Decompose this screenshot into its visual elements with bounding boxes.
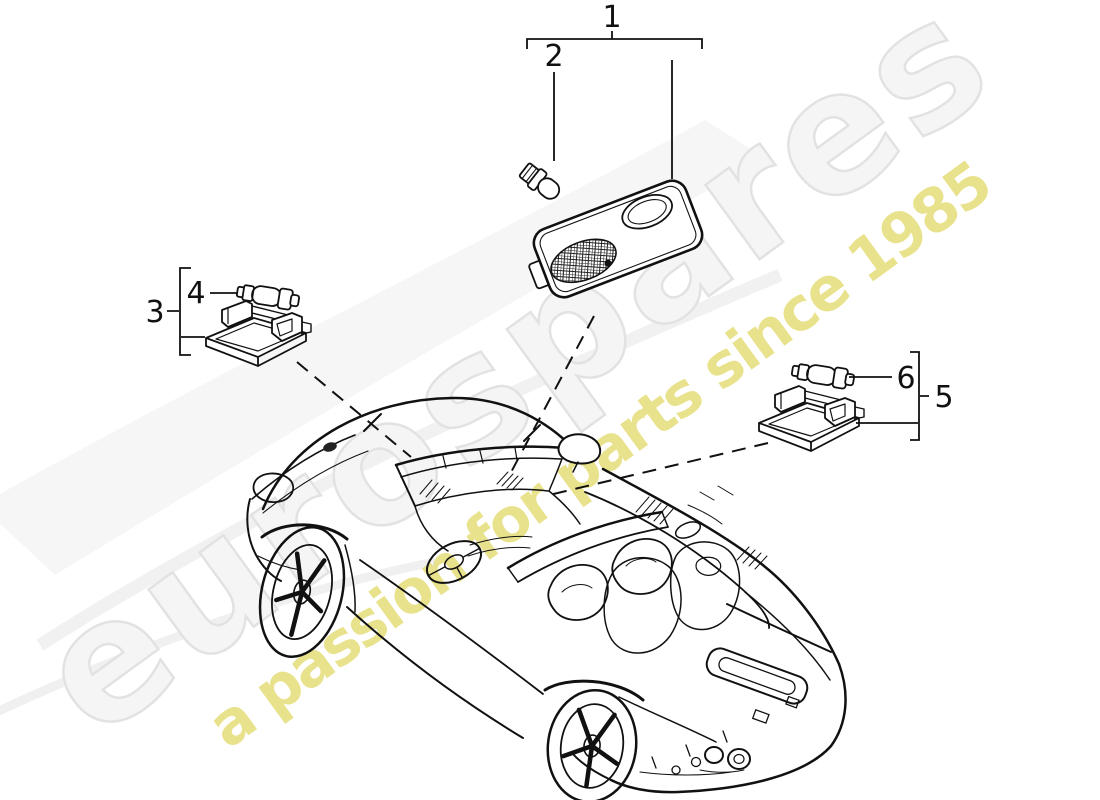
callout-4-label: 4 [186, 276, 205, 311]
side-sill [346, 559, 544, 739]
locator-lines [296, 315, 769, 497]
locator-line-housing-5 [544, 442, 769, 497]
bracket-3 [167, 267, 191, 356]
hood-badge [323, 442, 337, 452]
rear-wheel [543, 679, 645, 800]
rear-wheel-arch [543, 679, 645, 702]
exhaust-tip [704, 746, 724, 764]
watermark-brand-text: eurospares [3, 0, 1024, 774]
break-mark [363, 413, 382, 432]
callout-2: 2 [544, 39, 564, 161]
callout-3-label: 3 [145, 295, 164, 330]
dash-vent-hatch [635, 496, 674, 525]
car-top-arc [261, 396, 576, 511]
festoon-bulb-6 [789, 359, 857, 391]
callout-2-label: 2 [544, 39, 563, 74]
callout-6-label: 6 [896, 361, 915, 396]
inner-fender [344, 544, 356, 613]
cockpit-interior [414, 471, 768, 584]
callout-4: 4 [186, 276, 237, 311]
car-illustration [246, 396, 847, 800]
front-wheel-arch [260, 523, 349, 541]
callout-5-label: 5 [934, 380, 953, 415]
lamp-housing-5 [758, 385, 865, 452]
windshield [394, 445, 581, 525]
dash-vent-hatch [736, 546, 768, 570]
callout-1: 1 [526, 0, 703, 179]
callout-5: 5 [856, 351, 954, 441]
dash-vent-hatch [419, 479, 451, 504]
rear-deck [726, 591, 832, 681]
locator-line-housing-3 [296, 361, 412, 458]
callout-6: 6 [849, 361, 916, 396]
front-wheel [258, 523, 356, 659]
bracket-5 [910, 351, 929, 441]
hood [251, 434, 369, 514]
taillight [705, 647, 809, 705]
lens-speaker-grille [550, 238, 617, 284]
rear-bumper [571, 662, 847, 794]
headlight [252, 472, 295, 503]
break-mark [523, 424, 541, 442]
dash-vent-hatch [496, 471, 524, 491]
interior-light-lens [528, 179, 704, 299]
callout-1-label: 1 [602, 0, 621, 35]
engine-lid [584, 491, 770, 654]
exhaust-tip [727, 748, 751, 770]
bracket-1 [526, 31, 703, 49]
steering-wheel [426, 540, 482, 584]
locator-line-dome-light [507, 315, 595, 479]
side-mirror [557, 433, 602, 473]
callouts: 1 2 3 4 5 6 [145, 0, 954, 441]
door-top-edge [601, 467, 841, 666]
callout-3: 3 [145, 267, 205, 356]
interior-light-bulb [518, 162, 561, 200]
seats-and-hoops [506, 510, 673, 621]
